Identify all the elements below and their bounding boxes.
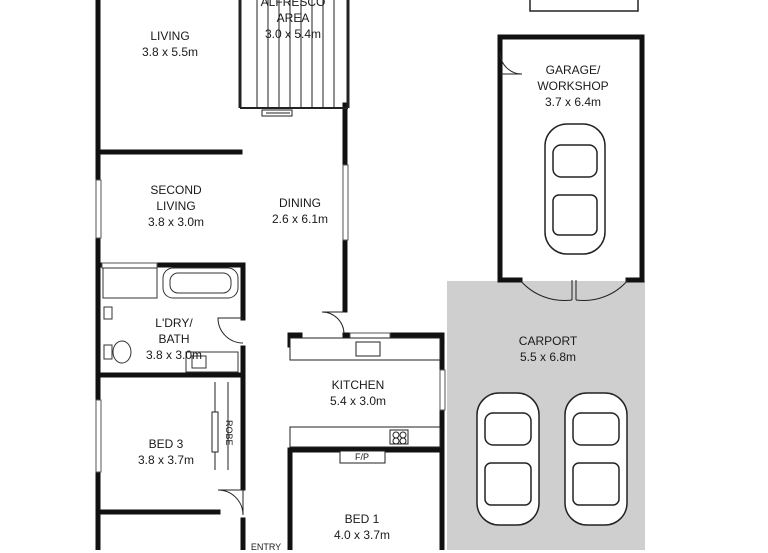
room-dims: 3.8 x 3.7m — [137, 453, 195, 467]
second-living-label: SECOND LIVING 3.8 x 3.0m — [148, 182, 204, 230]
kitchen-label: KITCHEN 5.4 x 3.0m — [330, 377, 386, 409]
room-name: BED 1 — [344, 512, 380, 526]
bed3-label: BED 3 3.8 x 3.7m — [138, 436, 194, 468]
room-name-line2: WORKSHOP — [537, 79, 609, 93]
room-name: GARAGE/ — [545, 63, 601, 77]
room-name-line2: AREA — [276, 11, 310, 25]
room-dims: 3.0 x 5.4m — [264, 27, 322, 41]
room-dims: 3.8 x 5.5m — [141, 45, 199, 59]
room-name: CARPORT — [518, 334, 578, 348]
kitchen-benches — [289, 337, 441, 464]
laundry-label: L'DRY/ BATH 3.8 x 3.0m — [146, 315, 202, 363]
robe-cabinet — [211, 382, 229, 470]
room-dims: 5.5 x 6.8m — [519, 350, 577, 364]
car-icon — [544, 123, 606, 255]
room-dims: 3.8 x 3.0m — [147, 215, 205, 229]
room-dims: 5.4 x 3.0m — [329, 394, 387, 408]
top-right-box — [529, 0, 639, 12]
room-name: LIVING — [150, 29, 190, 43]
alfresco-label: ALFRESCO AREA 3.0 x 5.4m — [261, 0, 326, 42]
fireplace-label: F/P — [354, 452, 370, 462]
room-dims: 4.0 x 3.7m — [333, 528, 391, 542]
room-name: KITCHEN — [331, 378, 385, 392]
room-dims: 3.7 x 6.4m — [544, 95, 602, 109]
room-name: ALFRESCO — [260, 0, 326, 9]
room-name: L'DRY/ — [155, 316, 193, 330]
entry-label: ENTRY — [250, 542, 282, 552]
room-dims: 2.6 x 6.1m — [271, 212, 329, 226]
room-name: SECOND — [150, 183, 202, 197]
carport-label: CARPORT 5.5 x 6.8m — [519, 333, 577, 365]
room-name-line2: BATH — [158, 332, 190, 346]
car-icon — [476, 392, 540, 526]
room-dims: 3.8 x 3.0m — [145, 348, 203, 362]
doors — [217, 51, 629, 516]
laundry-fixtures — [102, 267, 239, 373]
dining-label: DINING 2.6 x 6.1m — [272, 195, 328, 227]
car-icon — [564, 392, 628, 526]
bed1-label: BED 1 4.0 x 3.7m — [334, 511, 390, 543]
robe-label: ROBE — [224, 420, 234, 446]
room-name-line2: LIVING — [156, 199, 196, 213]
room-name: BED 3 — [148, 437, 184, 451]
room-name: DINING — [279, 196, 321, 210]
alfresco-structure — [238, 0, 350, 117]
living-label: LIVING 3.8 x 5.5m — [142, 28, 198, 60]
garage-label: GARAGE/ WORKSHOP 3.7 x 6.4m — [537, 62, 608, 110]
